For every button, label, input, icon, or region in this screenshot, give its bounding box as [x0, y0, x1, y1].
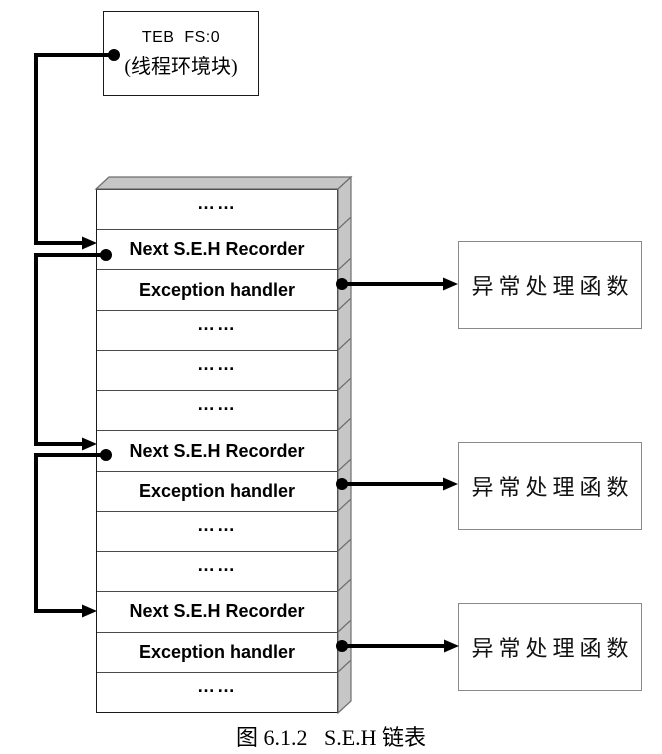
- stack-row-ellipsis: ……: [97, 390, 337, 430]
- stack-row-label: Next S.E.H Recorder: [129, 440, 305, 461]
- link-handler1-arrowhead-icon: [443, 277, 458, 291]
- stack-side-ticks: [337, 217, 351, 673]
- stack-row-ellipsis: ……: [97, 309, 337, 350]
- link-record1-to-record2-arrowhead-icon: [82, 437, 97, 451]
- exception-handler-box: 异常处理函数: [458, 442, 642, 530]
- exception-handler-box-label: 异常处理函数: [471, 475, 634, 500]
- stack-row-label: Exception handler: [138, 641, 296, 662]
- exception-handler-box: 异常处理函数: [458, 241, 642, 329]
- stack-row-label: Exception handler: [138, 279, 296, 300]
- stack-row-exception-handler: Exception handler: [97, 269, 337, 309]
- stack-row-label: Exception handler: [138, 480, 296, 501]
- teb-box-subtitle: (线程环境块): [124, 55, 238, 78]
- seh-stack: …… Next S.E.H Recorder Exception handler…: [96, 189, 338, 713]
- stack-top-face: [94, 176, 353, 190]
- stack-row-label: ……: [197, 555, 237, 576]
- stack-row-label: ……: [197, 354, 237, 375]
- stack-row-label: Next S.E.H Recorder: [129, 601, 305, 622]
- teb-box-title: TEB FS:0: [141, 28, 221, 46]
- link-record2-to-record3-arrowhead-icon: [82, 604, 97, 618]
- stack-row-next-seh-recorder: Next S.E.H Recorder: [97, 430, 337, 470]
- stack-row-label: Next S.E.H Recorder: [129, 239, 305, 260]
- link-handler3-arrowhead-icon: [444, 639, 459, 653]
- exception-handler-box: 异常处理函数: [458, 603, 642, 691]
- stack-row-label: ……: [197, 313, 237, 334]
- stack-row-exception-handler: Exception handler: [97, 470, 337, 511]
- exception-handler-box-label: 异常处理函数: [471, 274, 634, 299]
- stack-row-ellipsis: ……: [97, 551, 337, 591]
- stack-row-label: ……: [197, 193, 237, 214]
- stack-row-next-seh-recorder: Next S.E.H Recorder: [97, 229, 337, 269]
- stack-row-exception-handler: Exception handler: [97, 631, 337, 672]
- stack-row-label: ……: [197, 514, 237, 535]
- exception-handler-box-label: 异常处理函数: [471, 636, 634, 661]
- teb-box: TEB FS:0 (线程环境块): [103, 11, 259, 96]
- stack-row-ellipsis: ……: [97, 190, 337, 229]
- stack-row-label: ……: [197, 675, 237, 696]
- stack-row-ellipsis: ……: [97, 671, 337, 712]
- link-handler2-arrowhead-icon: [443, 477, 458, 491]
- stack-side-face: [337, 175, 352, 715]
- figure-caption: 图 6.1.2 S.E.H 链表: [235, 725, 427, 750]
- stack-row-ellipsis: ……: [97, 349, 337, 390]
- link-teb-to-record1-arrowhead-icon: [82, 236, 97, 250]
- stack-row-label: ……: [197, 394, 237, 415]
- stack-row-ellipsis: ……: [97, 510, 337, 551]
- stack-row-next-seh-recorder: Next S.E.H Recorder: [97, 591, 337, 631]
